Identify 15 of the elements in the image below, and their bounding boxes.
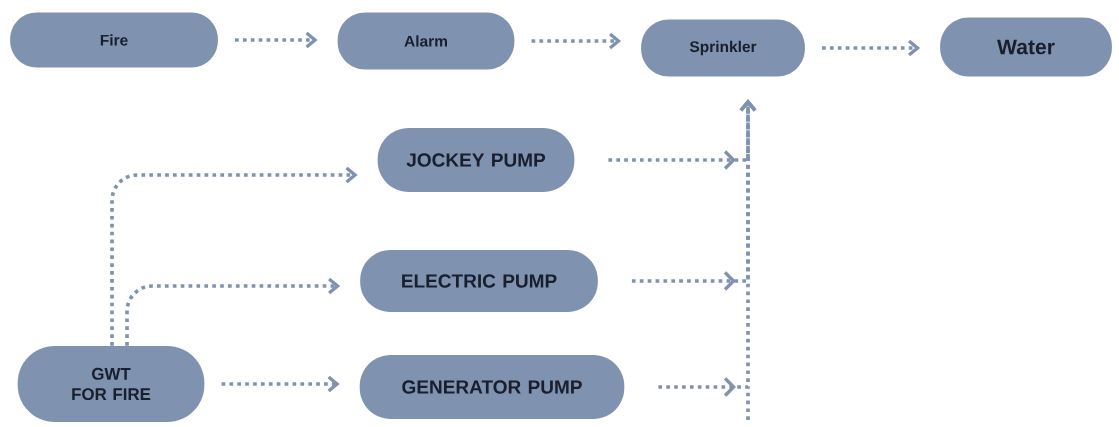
process-box: Water — [940, 17, 1112, 77]
process-box: Sprinkler — [641, 19, 805, 77]
arrow — [531, 32, 622, 50]
arrow — [125, 277, 341, 346]
arrow — [658, 99, 757, 397]
process-box: Fire — [10, 12, 218, 68]
arrow — [110, 166, 358, 346]
process-box: JOCKEY PUMP — [377, 128, 575, 192]
process-box: Alarm — [337, 12, 515, 70]
arrow — [221, 375, 340, 393]
arrow — [822, 39, 921, 57]
process-box: GENERATOR PUMP — [359, 355, 625, 419]
process-box: ELECTRIC PUMP — [360, 250, 598, 312]
process-box: GWT FOR FIRE — [17, 346, 205, 422]
arrow — [235, 31, 318, 49]
